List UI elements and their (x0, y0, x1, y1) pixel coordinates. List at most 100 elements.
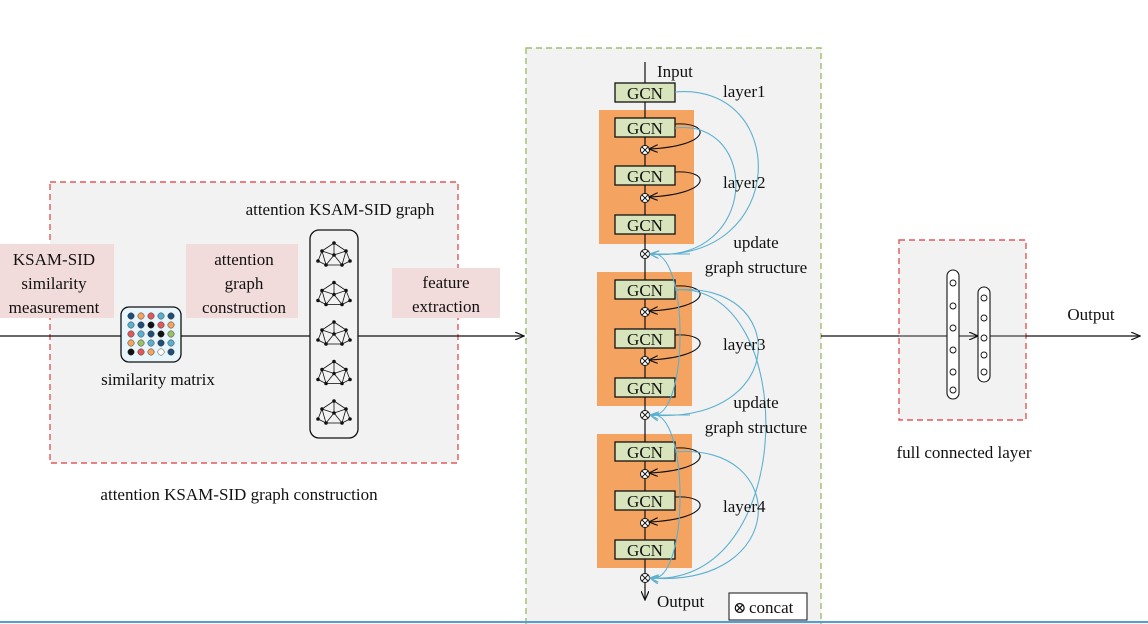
mini-graph-edge (341, 290, 347, 305)
mini-graph-edge (321, 400, 335, 410)
mini-graph-edge (333, 282, 347, 291)
matrix-dot (167, 321, 175, 329)
fc-neuron (980, 351, 988, 359)
mini-graph-node (316, 259, 320, 263)
mini-graph-edge (333, 408, 347, 414)
matrix-dot (147, 339, 155, 347)
mini-graph-node (332, 292, 336, 297)
matrix-dot (127, 339, 135, 347)
fc-neuron (949, 346, 957, 354)
matrix-dot (137, 321, 145, 329)
skip-arc (650, 289, 759, 416)
skip-arc (650, 289, 767, 578)
similarity-matrix-icon (120, 306, 182, 363)
layer4-label: layer4 (723, 497, 766, 516)
mini-graph-node (344, 407, 348, 411)
matrix-dot (147, 348, 155, 356)
matrix-dot (127, 348, 135, 356)
gcn-block (614, 490, 676, 511)
mini-graph-node (332, 359, 336, 364)
mini-graph-node (340, 342, 344, 346)
mini-graph-edge (341, 408, 347, 424)
graph-title: attention KSAM-SID graph (246, 200, 435, 219)
matrix-dot (167, 330, 175, 338)
gcn-block (614, 82, 676, 103)
graph-stack-icon (309, 229, 359, 439)
mini-graph-node (324, 302, 328, 307)
mini-graph-node (332, 411, 336, 415)
mini-graph-node (348, 338, 352, 342)
mini-graph-edge (325, 412, 335, 424)
step-label-line3: construction (202, 298, 287, 317)
matrix-dot (137, 348, 145, 356)
matrix-dot (157, 321, 165, 329)
gcn-block-label: GCN (627, 167, 663, 186)
fc-neuron (980, 334, 988, 342)
mini-graph-edge (321, 242, 335, 252)
mini-graph-node (316, 417, 320, 421)
mini-graph-edge (321, 282, 335, 291)
matrix-dot (167, 348, 175, 356)
matrix-dot (147, 321, 155, 329)
mini-graph-edge (333, 333, 343, 345)
gcn-block-label: GCN (627, 281, 663, 300)
matrix-dot (137, 330, 145, 338)
mini-graph-edge (341, 369, 347, 384)
mini-graph-node (332, 399, 336, 403)
mini-graph-node (344, 249, 348, 253)
matrix-dot (157, 339, 165, 347)
matrix-dot (127, 330, 135, 338)
fc-layer-2 (977, 286, 991, 383)
matrix-dot (137, 312, 145, 320)
mini-graph-edge (321, 329, 335, 335)
mini-graph-node (344, 367, 348, 372)
mini-graph-node (332, 332, 336, 336)
mini-graph-node (340, 381, 344, 386)
mini-graph-edge (321, 290, 327, 305)
mini-graph-edge (333, 250, 347, 256)
skip-arc (650, 414, 681, 579)
concat-node-cross (641, 574, 649, 582)
update-label-2-line2: graph structure (705, 418, 807, 437)
mini-graph-edge (333, 294, 343, 305)
gcn-block-label: GCN (627, 379, 663, 398)
mini-graph-edge (333, 400, 347, 410)
concat-node-cross (641, 411, 649, 419)
skip-arc (650, 253, 681, 416)
matrix-dot (157, 312, 165, 320)
mini-graph-edge (333, 412, 343, 424)
final-output-label: Output (1067, 305, 1115, 324)
mini-graph-edge (341, 250, 347, 266)
fc-neuron (949, 324, 957, 332)
gcn-input-label: Input (657, 62, 693, 81)
skip-arc (650, 451, 759, 579)
matrix-dot (167, 339, 175, 347)
matrix-dot (127, 321, 135, 329)
mini-graph-edge (325, 294, 335, 305)
mini-graph-node (340, 302, 344, 307)
fc-neuron (949, 368, 957, 376)
concat-node-cross (641, 519, 649, 527)
construction-panel (49, 181, 459, 464)
concat-node-cross (641, 250, 649, 258)
mini-graph-edge (333, 329, 347, 335)
layer1-label: layer1 (723, 82, 765, 101)
feature-label-line1: feature (422, 273, 469, 292)
residual-arc (649, 496, 701, 522)
concat-node-cross (641, 470, 649, 478)
fc-neuron (980, 368, 988, 376)
mini-graph-node (348, 377, 352, 382)
mini-graph-node (344, 328, 348, 332)
fc-panel (898, 239, 1027, 421)
gcn-block-label: GCN (627, 541, 663, 560)
gcn-block-label: GCN (627, 492, 663, 511)
gcn-block (614, 214, 676, 235)
matrix-dot (137, 339, 145, 347)
mini-graph-edge (321, 250, 335, 256)
fc-neuron (949, 302, 957, 310)
mini-graph-node (344, 288, 348, 293)
mini-graph-edge (333, 361, 347, 370)
mini-graph-node (324, 263, 328, 267)
gcn-block-label: GCN (627, 119, 663, 138)
